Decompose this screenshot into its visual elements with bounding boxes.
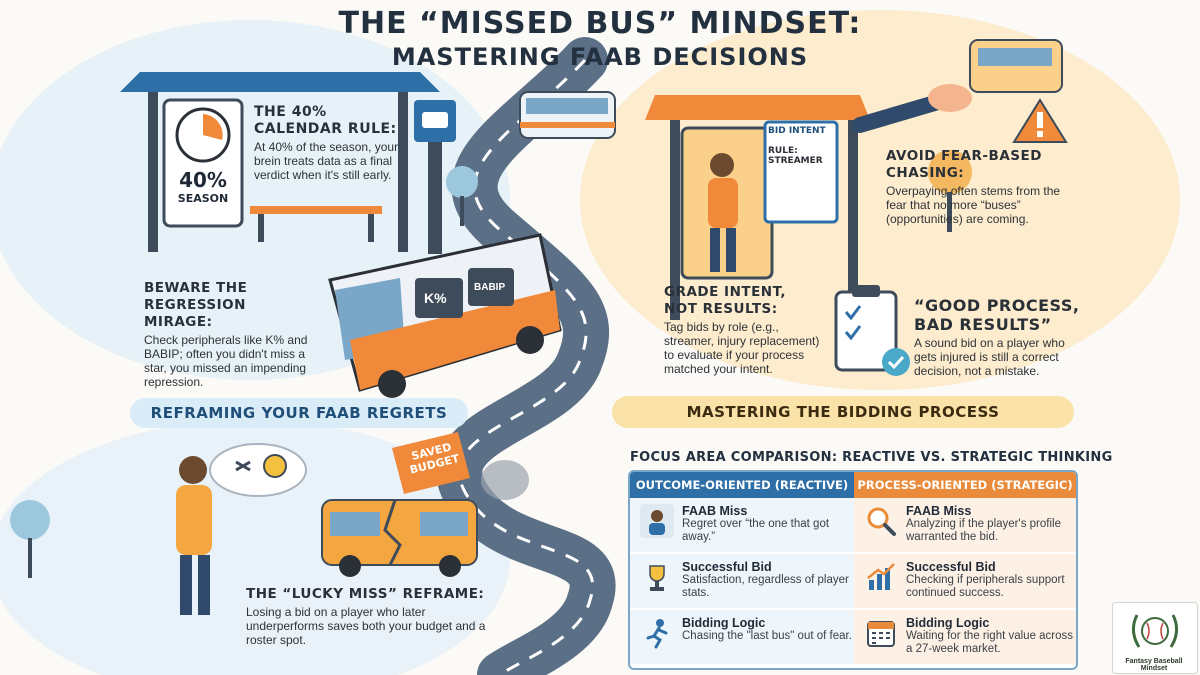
- grade-intent-heading-2: NOT RESULTS:: [664, 301, 778, 317]
- good-process-block: “GOOD PROCESS, BAD RESULTS” A sound bid …: [914, 296, 1084, 378]
- row-desc: Regret over “the one that got away.”: [682, 518, 830, 543]
- calendar-rule-block: THE 40% CALENDAR RULE: At 40% of the sea…: [254, 104, 404, 182]
- bid-intent-title: BID INTENT: [768, 126, 826, 136]
- row-name: FAAB Miss: [682, 504, 748, 518]
- lucky-miss-heading: THE “LUCKY MISS” REFRAME:: [246, 586, 485, 602]
- right-column-header: PROCESS-ORIENTED (STRATEGIC): [854, 472, 1076, 498]
- fear-chasing-heading-2: CHASING:: [886, 165, 965, 181]
- regression-heading-2: REGRESSION MIRAGE:: [144, 297, 246, 330]
- lucky-miss-body: Losing a bid on a player who later under…: [246, 605, 486, 647]
- bid-intent-role: STREAMER: [768, 156, 823, 166]
- calendar-sign: 40% SEASON: [166, 168, 240, 205]
- bid-intent-rule: RULE:: [768, 146, 798, 156]
- calendar-rule-heading-1: THE 40%: [254, 104, 327, 120]
- bid-intent-board: BID INTENT RULE: STREAMER: [768, 126, 836, 166]
- grade-intent-block: GRADE INTENT, NOT RESULTS: Tag bids by r…: [664, 284, 824, 376]
- grade-intent-body: Tag bids by role (e.g., streamer, injury…: [664, 320, 820, 376]
- title-line-2: MASTERING FAAB DECISIONS: [391, 43, 809, 71]
- running-person-icon: [646, 619, 668, 649]
- regression-heading-1: BEWARE THE: [144, 280, 248, 296]
- trophy-icon: [649, 565, 665, 591]
- row-desc: Analyzing if the player's profile warran…: [906, 518, 1061, 543]
- good-process-body: A sound bid on a player who gets injured…: [914, 336, 1065, 378]
- sign-label: SEASON: [177, 192, 229, 205]
- fear-chasing-block: AVOID FEAR-BASED CHASING: Overpaying oft…: [886, 148, 1074, 226]
- left-column-header: OUTCOME-ORIENTED (REACTIVE): [630, 472, 854, 498]
- row-desc: Satisfaction, regardless of player stats…: [682, 574, 849, 599]
- row-desc: Chasing the "last bus" out of fear.: [682, 630, 852, 642]
- banner-reframing: REFRAMING YOUR FAAB REGRETS: [130, 398, 468, 428]
- calendar-rule-body: At 40% of the season, your brein treats …: [254, 140, 399, 182]
- fear-chasing-body: Overpaying often stems from the fear tha…: [886, 184, 1061, 226]
- bus-label-k: K%: [424, 290, 447, 306]
- sign-value: 40%: [179, 168, 227, 192]
- row-name: Bidding Logic: [906, 616, 990, 630]
- calendar-icon: [867, 621, 895, 647]
- title-line-1: THE “MISSED BUS” MINDSET:: [338, 6, 862, 41]
- banner-bidding-process: MASTERING THE BIDDING PROCESS: [612, 396, 1074, 428]
- row-name: Successful Bid: [906, 560, 996, 574]
- row-name: Bidding Logic: [682, 616, 766, 630]
- row-name: FAAB Miss: [906, 504, 972, 518]
- regression-body: Check peripherals like K% and BABIP; oft…: [144, 333, 308, 389]
- bus-label-babip: BABIP: [474, 282, 506, 293]
- page-title: THE “MISSED BUS” MINDSET: MASTERING FAAB…: [0, 6, 1200, 71]
- fear-chasing-heading-1: AVOID FEAR-BASED: [886, 148, 1042, 164]
- grade-intent-heading-1: GRADE INTENT,: [664, 284, 787, 300]
- brand-logo: [1112, 602, 1198, 674]
- baseball-laurel-icon: [1132, 614, 1178, 648]
- logo-text: Fantasy Baseball Mindset: [1125, 658, 1183, 672]
- bar-chart-icon: [867, 563, 895, 590]
- good-process-heading-1: “GOOD PROCESS,: [914, 296, 1080, 315]
- magnifier-icon: [867, 507, 896, 536]
- row-name: Successful Bid: [682, 560, 772, 574]
- comparison-title: FOCUS AREA COMPARISON: REACTIVE VS. STRA…: [630, 450, 1113, 465]
- regression-block: BEWARE THE REGRESSION MIRAGE: Check peri…: [144, 280, 319, 389]
- good-process-heading-2: BAD RESULTS”: [914, 315, 1052, 334]
- calendar-rule-heading-2: CALENDAR RULE:: [254, 121, 397, 137]
- lucky-miss-block: THE “LUCKY MISS” REFRAME: Losing a bid o…: [246, 586, 486, 647]
- regret-person-icon: [640, 504, 674, 538]
- comparison-table: OUTCOME-ORIENTED (REACTIVE) PROCESS-ORIE…: [628, 470, 1078, 670]
- row-desc: Waiting for the right value across a 27-…: [906, 630, 1074, 655]
- row-desc: Checking if peripherals support continue…: [906, 574, 1065, 599]
